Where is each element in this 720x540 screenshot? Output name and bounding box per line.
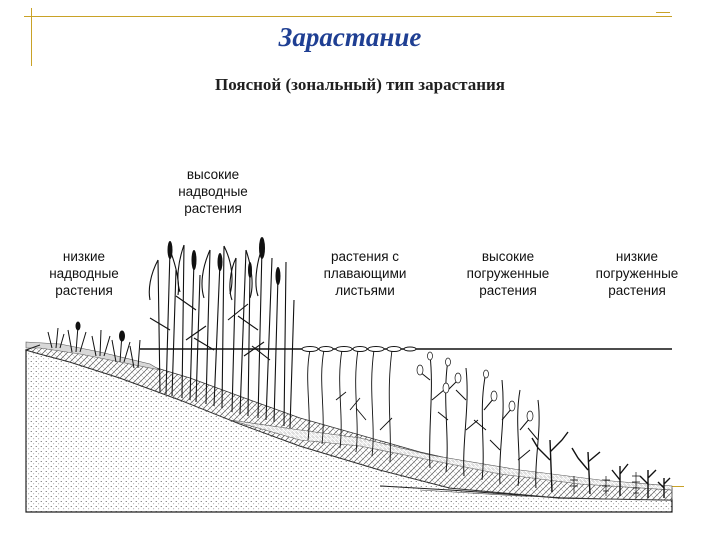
- zone-label-tall-submerged: высокие погруженные растения: [466, 249, 550, 298]
- zone-label-low-submerged: низкие погруженные растения: [595, 249, 679, 298]
- submerged-leaf-tips: [416, 351, 534, 422]
- decorative-corner-rule: [656, 12, 670, 13]
- low-submerged-shoots: [570, 472, 640, 498]
- slide-title: Зарастание: [278, 22, 422, 52]
- low-emergent-plants: [47, 321, 141, 369]
- tall-emergent-plants: [148, 244, 295, 429]
- tall-emergent-seed-heads: [167, 237, 281, 285]
- zone-label-floating-leaf: растения с плавающими листьями: [323, 249, 407, 298]
- decorative-top-rule: [24, 16, 672, 17]
- zone-label-low-emergent: низкие надводные растения: [49, 249, 119, 298]
- decorative-bottom-mark: [672, 486, 684, 487]
- zone-label-tall-emergent: высокие надводные растения: [178, 167, 248, 216]
- slide-subtitle: Поясной (зональный) тип зарастания: [215, 75, 505, 94]
- low-submerged-plants: [531, 431, 671, 498]
- tall-submerged-plants: [419, 354, 540, 489]
- floating-leaves: [301, 346, 417, 352]
- bottom-sediment-layers: [24, 341, 673, 513]
- floating-leaf-plants: [307, 349, 393, 463]
- decorative-left-rule: [31, 8, 32, 66]
